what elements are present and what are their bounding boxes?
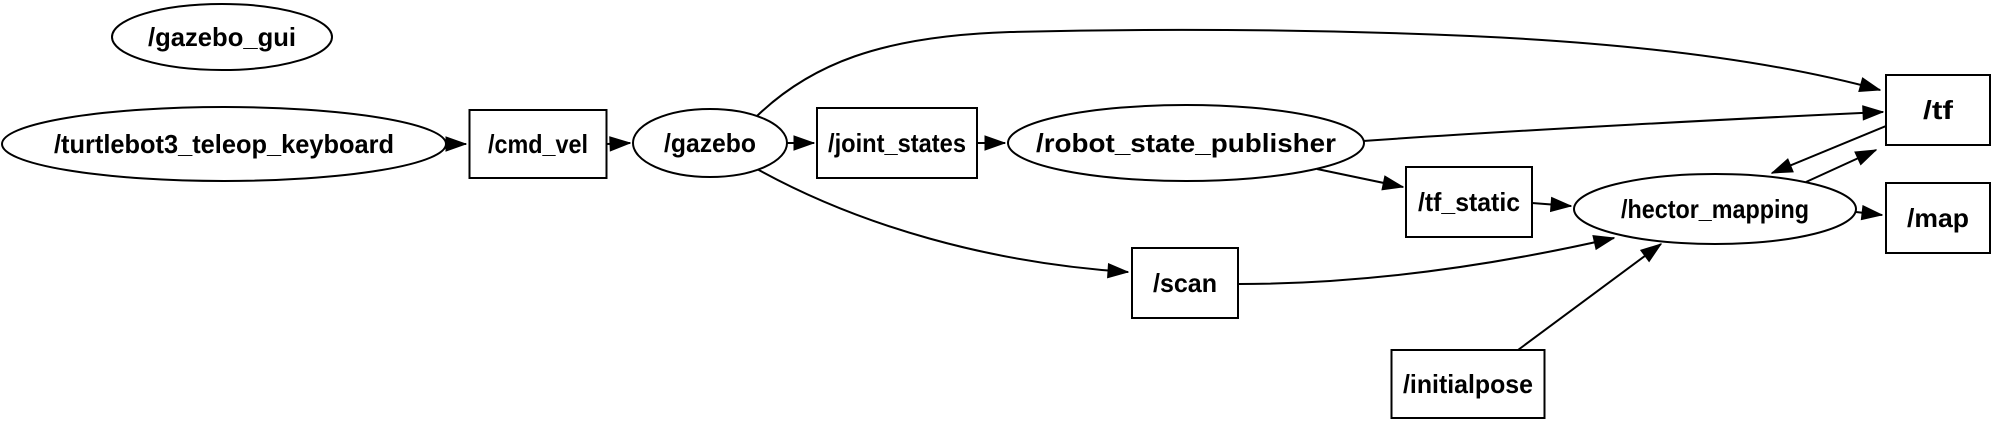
topic-tf: /tf	[1885, 74, 1991, 146]
node-hector-mapping: /hector_mapping	[1573, 173, 1857, 245]
node-gazebo-gui: /gazebo_gui	[111, 3, 333, 71]
nodes-layer: /gazebo_gui/turtlebot3_teleop_keyboard/c…	[1, 3, 1991, 419]
tf-static-box	[1405, 166, 1533, 238]
edge-robot-state-publisher-to-tf	[1362, 112, 1883, 142]
robot-state-publisher-label: /robot_state_publisher	[1036, 128, 1336, 158]
cmd-vel-box	[468, 109, 608, 179]
initialpose-box	[1390, 349, 1546, 419]
edge-hector-mapping-to-tf	[1805, 149, 1876, 183]
joint-states-box	[816, 107, 978, 179]
topic-initialpose: /initialpose	[1390, 349, 1546, 419]
initialpose-label: /initialpose	[1403, 369, 1533, 399]
edge-robot-state-publisher-to-tf-static	[1316, 168, 1403, 187]
node-turtlebot3-teleop-keyboard: /turtlebot3_teleop_keyboard	[1, 106, 447, 182]
edge-gazebo-to-scan	[756, 168, 1128, 272]
hector-mapping-label: /hector_mapping	[1621, 194, 1809, 224]
tf-label: /tf	[1923, 95, 1953, 125]
hector-mapping-ellipse	[1573, 173, 1857, 245]
node-robot-state-publisher: /robot_state_publisher	[1007, 104, 1365, 182]
edge-hector-mapping-to-map	[1855, 212, 1882, 215]
topic-tf-static: /tf_static	[1405, 166, 1533, 238]
edges-layer	[446, 28, 1887, 351]
edge-gazebo-to-tf	[756, 28, 1880, 117]
map-label: /map	[1907, 203, 1969, 233]
topic-joint-states: /joint_states	[816, 107, 978, 179]
scan-box	[1131, 247, 1239, 319]
joint-states-label: /joint_states	[828, 128, 966, 158]
gazebo-label: /gazebo	[664, 128, 756, 158]
gazebo-gui-ellipse	[111, 3, 333, 71]
gazebo-ellipse	[632, 108, 788, 178]
scan-label: /scan	[1153, 268, 1217, 298]
topic-map: /map	[1885, 182, 1991, 254]
robot-state-publisher-ellipse	[1007, 104, 1365, 182]
edge-scan-to-hector-mapping	[1238, 238, 1614, 285]
gazebo-gui-label: /gazebo_gui	[148, 22, 296, 52]
turtlebot3-teleop-keyboard-label: /turtlebot3_teleop_keyboard	[54, 129, 394, 159]
node-gazebo: /gazebo	[632, 108, 788, 178]
map-box	[1885, 182, 1991, 254]
topic-cmd-vel: /cmd_vel	[468, 109, 608, 179]
edge-tf-static-to-hector-mapping	[1531, 203, 1571, 206]
topic-scan: /scan	[1131, 247, 1239, 319]
tf-static-label: /tf_static	[1418, 187, 1520, 217]
edge-tf-to-hector-mapping	[1772, 125, 1887, 174]
edge-cmd-vel-to-gazebo	[606, 143, 630, 144]
edge-initialpose-to-hector-mapping	[1517, 244, 1661, 351]
tf-box	[1885, 74, 1991, 146]
turtlebot3-teleop-keyboard-ellipse	[1, 106, 447, 182]
cmd-vel-label: /cmd_vel	[488, 129, 588, 159]
